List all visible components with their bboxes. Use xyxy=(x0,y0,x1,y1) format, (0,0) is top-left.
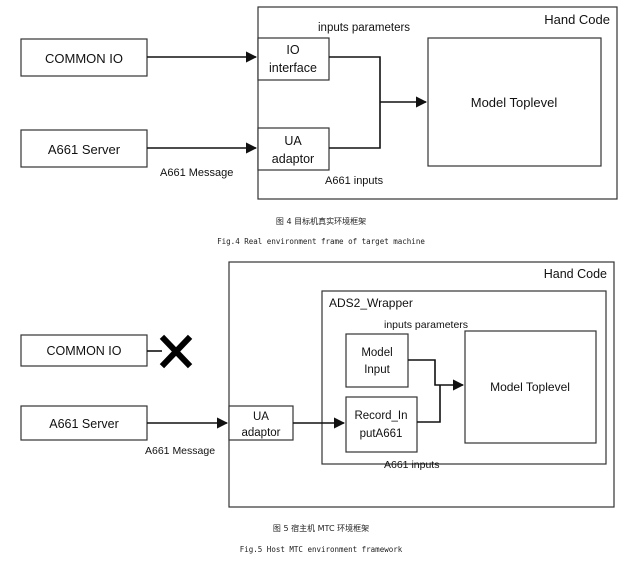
figure-4-caption-cn: 图 4 目标机真实环境框架 xyxy=(276,216,366,226)
io-interface-label-line1: IO xyxy=(286,43,299,57)
model-toplevel-label: Model Toplevel xyxy=(490,380,570,394)
figure-5-caption-cn: 图 5 宿主机 MTC 环境框架 xyxy=(273,523,369,533)
io-interface-label-line2: interface xyxy=(269,61,317,75)
hand-code-frame xyxy=(257,6,618,200)
ua-adaptor-label-line1: UA xyxy=(284,134,302,148)
common-io-label: COMMON IO xyxy=(47,344,122,358)
connector-record-input-to-model-toplevel xyxy=(417,385,441,423)
hand-code-label: Hand Code xyxy=(544,12,610,27)
common-io-label: COMMON IO xyxy=(45,51,123,66)
hand-code-label: Hand Code xyxy=(544,267,607,281)
a661-message-label: A661 Message xyxy=(160,167,233,179)
record-input-box xyxy=(345,396,418,453)
ua-adaptor-box xyxy=(257,127,330,171)
a661-server-box xyxy=(20,129,148,168)
ads2-wrapper-frame xyxy=(321,290,607,465)
a661-server-box xyxy=(20,405,148,441)
ua-adaptor-label-line2: adaptor xyxy=(241,427,280,439)
figure-4: Hand Code inputs parameters COMMON IO A6… xyxy=(20,6,618,246)
model-toplevel-box xyxy=(427,37,602,167)
model-toplevel-label: Model Toplevel xyxy=(471,95,558,110)
common-io-box xyxy=(20,38,148,77)
figure-5-caption-en: Fig.5 Host MTC environment framework xyxy=(240,545,403,554)
record-input-label-line2: putA661 xyxy=(360,428,403,440)
a661-server-label: A661 Server xyxy=(48,142,121,157)
hand-code-frame xyxy=(228,261,615,508)
a661-inputs-label: A661 inputs xyxy=(325,175,384,187)
blocked-x-icon xyxy=(159,334,193,369)
a661-inputs-label: A661 inputs xyxy=(384,459,439,471)
common-io-box xyxy=(20,334,148,367)
record-input-label-line1: Record_In xyxy=(354,410,407,422)
ua-adaptor-label-line1: UA xyxy=(253,411,269,423)
a661-message-label: A661 Message xyxy=(145,445,215,457)
inputs-parameters-label: inputs parameters xyxy=(384,319,468,331)
merge-connector xyxy=(329,56,381,149)
model-toplevel-box xyxy=(464,330,597,444)
model-input-box xyxy=(345,333,409,388)
io-interface-box xyxy=(257,37,330,81)
figure-4-caption-en: Fig.4 Real environment frame of target m… xyxy=(217,237,425,246)
arrow-model-input-to-model-toplevel xyxy=(408,359,465,391)
ua-adaptor-label-line2: adaptor xyxy=(272,152,314,166)
inputs-parameters-label: inputs parameters xyxy=(318,22,410,34)
a661-server-label: A661 Server xyxy=(49,417,118,431)
figure-5: Hand Code ADS2_Wrapper inputs parameters… xyxy=(20,261,615,554)
model-input-label-line1: Model xyxy=(361,347,392,359)
model-input-label-line2: Input xyxy=(364,364,390,376)
ua-adaptor-box xyxy=(228,405,294,441)
ads2-wrapper-label: ADS2_Wrapper xyxy=(329,296,413,310)
